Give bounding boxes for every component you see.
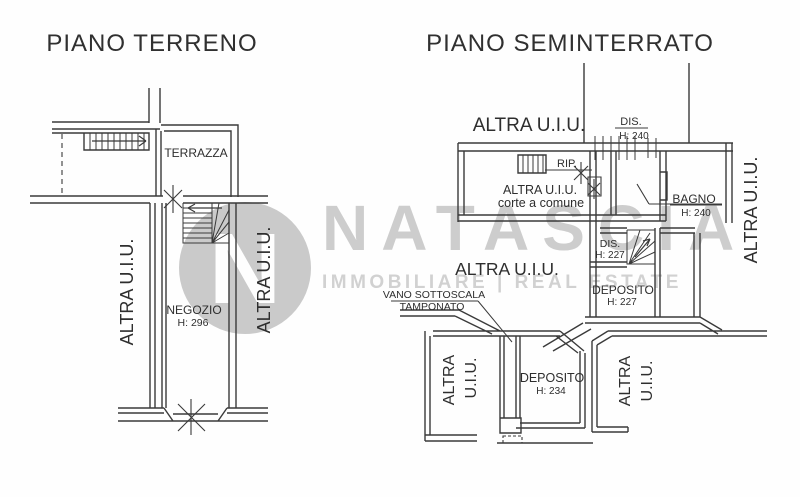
seminterrato-wall-hatch — [594, 136, 657, 160]
seminterrato-door-symbols — [573, 162, 650, 205]
seminterrato-stair-arrow — [634, 238, 651, 258]
seminterrato-dashed-element — [502, 435, 523, 444]
sem-bagno-height: H: 240 — [681, 208, 711, 219]
terreno-title: PIANO TERRENO — [46, 30, 257, 57]
terreno-negozio-label: NEGOZIO — [166, 303, 221, 317]
plan-piano-seminterrato: PIANO SEMINTERRATO ALTRA U.I.U. DIS. H: … — [383, 30, 767, 444]
sem-rip-label: RIP. — [557, 158, 577, 170]
sem-deposito-lower-label: DEPOSITO — [520, 371, 585, 385]
terreno-altra-left-label: ALTRA U.I.U. — [117, 239, 137, 346]
watermark: N NATASCIA IMMOBILIARE | REAL ESTATE — [179, 192, 734, 334]
sem-vano-line2: TAMPONATO — [400, 301, 465, 313]
terreno-negozio-height: H: 296 — [178, 317, 209, 329]
sem-dis-top-label: DIS. — [620, 116, 641, 128]
sem-altra-corte-line2: corte a comune — [498, 196, 584, 210]
sem-altra-bottom-left-line1: ALTRA — [441, 354, 458, 405]
seminterrato-title: PIANO SEMINTERRATO — [426, 30, 714, 57]
sem-altra-far-right-label: ALTRA U.I.U. — [741, 157, 761, 264]
terreno-altra-right-label: ALTRA U.I.U. — [254, 227, 274, 334]
brand-tagline: IMMOBILIARE | REAL ESTATE — [322, 272, 682, 293]
sem-altra-center-label: ALTRA U.I.U. — [455, 259, 559, 279]
sem-altra-top-label: ALTRA U.I.U. — [473, 115, 586, 136]
terreno-terrazza-label: TERRAZZA — [164, 146, 227, 160]
plan-piano-terreno: PIANO TERRENO TERRAZZA NEGOZIO H: 296 AL… — [30, 30, 274, 435]
terreno-stair-arrows — [92, 135, 222, 213]
sem-deposito-lower-height: H: 234 — [536, 386, 566, 397]
terreno-walls — [30, 88, 268, 422]
sem-dis-mid-height: H: 227 — [595, 250, 625, 261]
sem-deposito-upper-height: H: 227 — [607, 297, 637, 308]
sem-dis-top-height: H: 240 — [619, 131, 649, 142]
terreno-door-symbols — [163, 185, 206, 435]
sem-vano-line1: VANO SOTTOSCALA — [383, 289, 485, 301]
seminterrato-walls — [400, 63, 767, 444]
sem-altra-corte-line1: ALTRA U.I.U. — [503, 183, 577, 197]
seminterrato-stairs — [522, 155, 656, 265]
sem-bagno-label: BAGNO — [672, 192, 715, 206]
seminterrato-leader-lines — [391, 127, 722, 343]
sem-altra-bottom-right-line2: U.I.U. — [639, 361, 656, 402]
sem-altra-bottom-left-line2: U.I.U. — [463, 358, 480, 399]
sem-dis-mid-label: DIS. — [600, 238, 620, 250]
sem-deposito-upper-label: DEPOSITO — [592, 283, 654, 297]
sem-altra-bottom-right-line1: ALTRA — [617, 355, 634, 406]
